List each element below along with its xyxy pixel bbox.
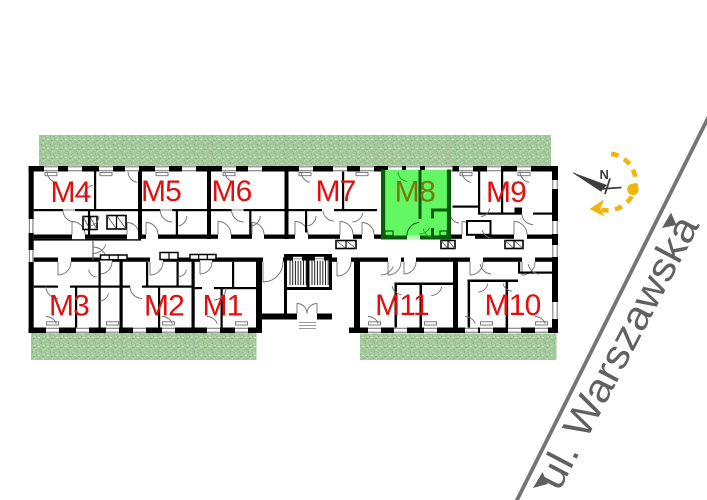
svg-text:M3: M3	[49, 290, 89, 323]
svg-text:M6: M6	[211, 175, 251, 208]
svg-text:M11: M11	[375, 289, 429, 322]
svg-text:M10: M10	[485, 289, 541, 322]
svg-text:M4: M4	[50, 176, 90, 209]
svg-text:M8: M8	[395, 176, 436, 209]
svg-text:M1: M1	[202, 290, 242, 323]
svg-text:N: N	[600, 167, 609, 182]
svg-text:M9: M9	[486, 176, 526, 209]
svg-text:M5: M5	[141, 175, 181, 208]
svg-text:M7: M7	[315, 175, 355, 208]
svg-text:M2: M2	[144, 290, 184, 323]
